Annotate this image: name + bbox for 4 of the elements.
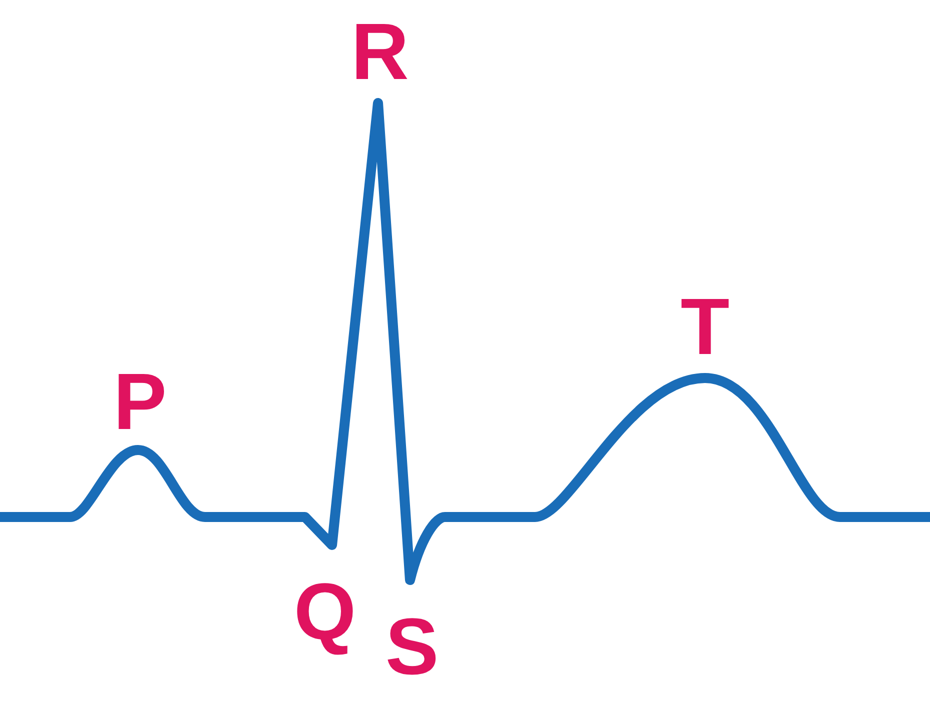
wave-label: R [350,12,410,92]
wave-label: T [680,287,730,367]
wave-label: P [112,362,168,442]
wave-label: S [384,607,440,687]
